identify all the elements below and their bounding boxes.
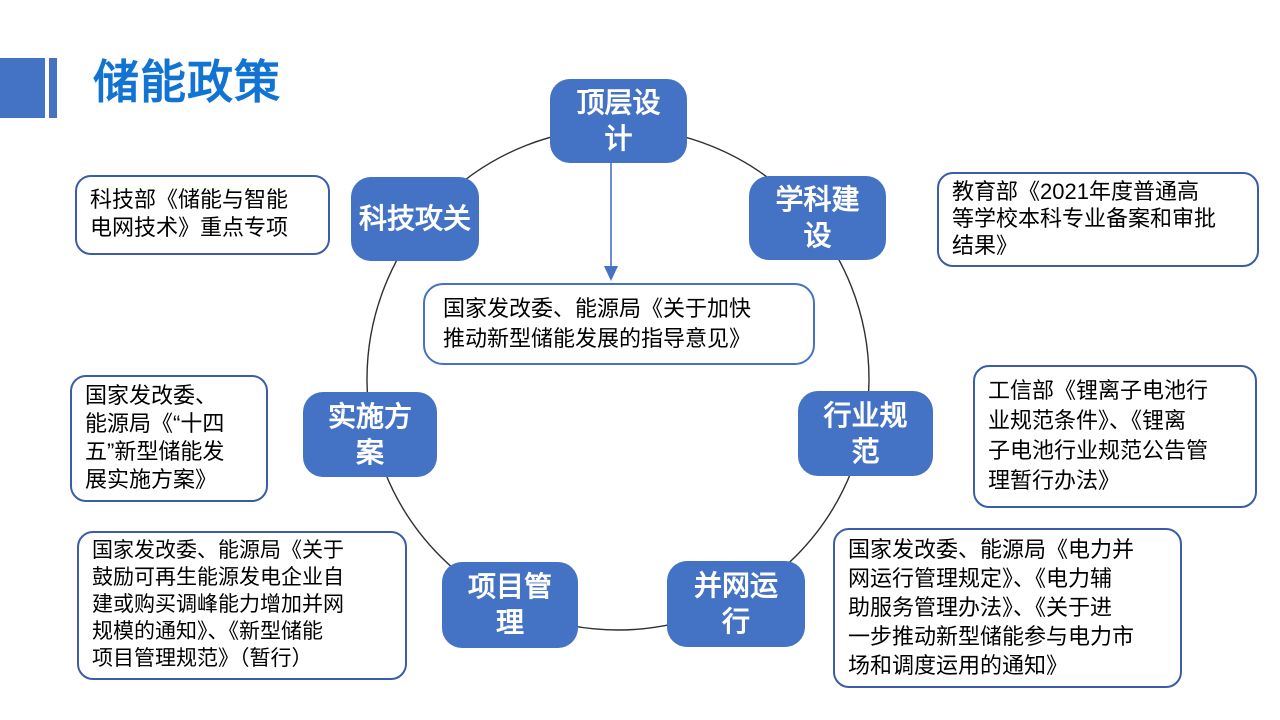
title-accent-square	[0, 58, 45, 118]
callout-ndrc-implementation-plan: 国家发改委、 能源局《“十四 五”新型储能发 展实施方案》	[70, 375, 268, 502]
node-tech-research: 科技攻关	[351, 177, 479, 261]
callout-tech-ministry: 科技部《储能与智能 电网技术》重点专项	[75, 175, 330, 255]
page-title: 储能政策	[93, 56, 281, 108]
callout-miit: 工信部《锂离子电池行 业规范条件》、《锂离 子电池行业规范公告管 理暂行办法》	[973, 365, 1257, 508]
node-industry-standard: 行业规 范	[798, 391, 933, 476]
center-policy-box: 国家发改委、能源局《关于加快 推动新型储能发展的指导意见》	[423, 283, 815, 365]
node-discipline-construction: 学科建 设	[749, 176, 886, 260]
node-implementation-plan: 实施方 案	[303, 392, 437, 477]
callout-education-ministry: 教育部《2021年度普通高 等学校本科专业备案和审批 结果》	[937, 172, 1259, 267]
node-project-management: 项目管 理	[442, 562, 578, 648]
title-accent-bar	[49, 58, 57, 118]
node-grid-operation: 并网运 行	[667, 561, 805, 647]
callout-ndrc-project-management: 国家发改委、能源局《关于 鼓励可再生能源发电企业自 建或购买调峰能力增加并网 规…	[77, 531, 407, 680]
arrow-top-to-center-head	[604, 266, 618, 281]
callout-ndrc-grid-operation: 国家发改委、能源局《电力并 网运行管理规定》、《电力辅 助服务管理办法》、《关于…	[833, 528, 1182, 688]
node-top-design: 顶层设 计	[550, 79, 687, 163]
